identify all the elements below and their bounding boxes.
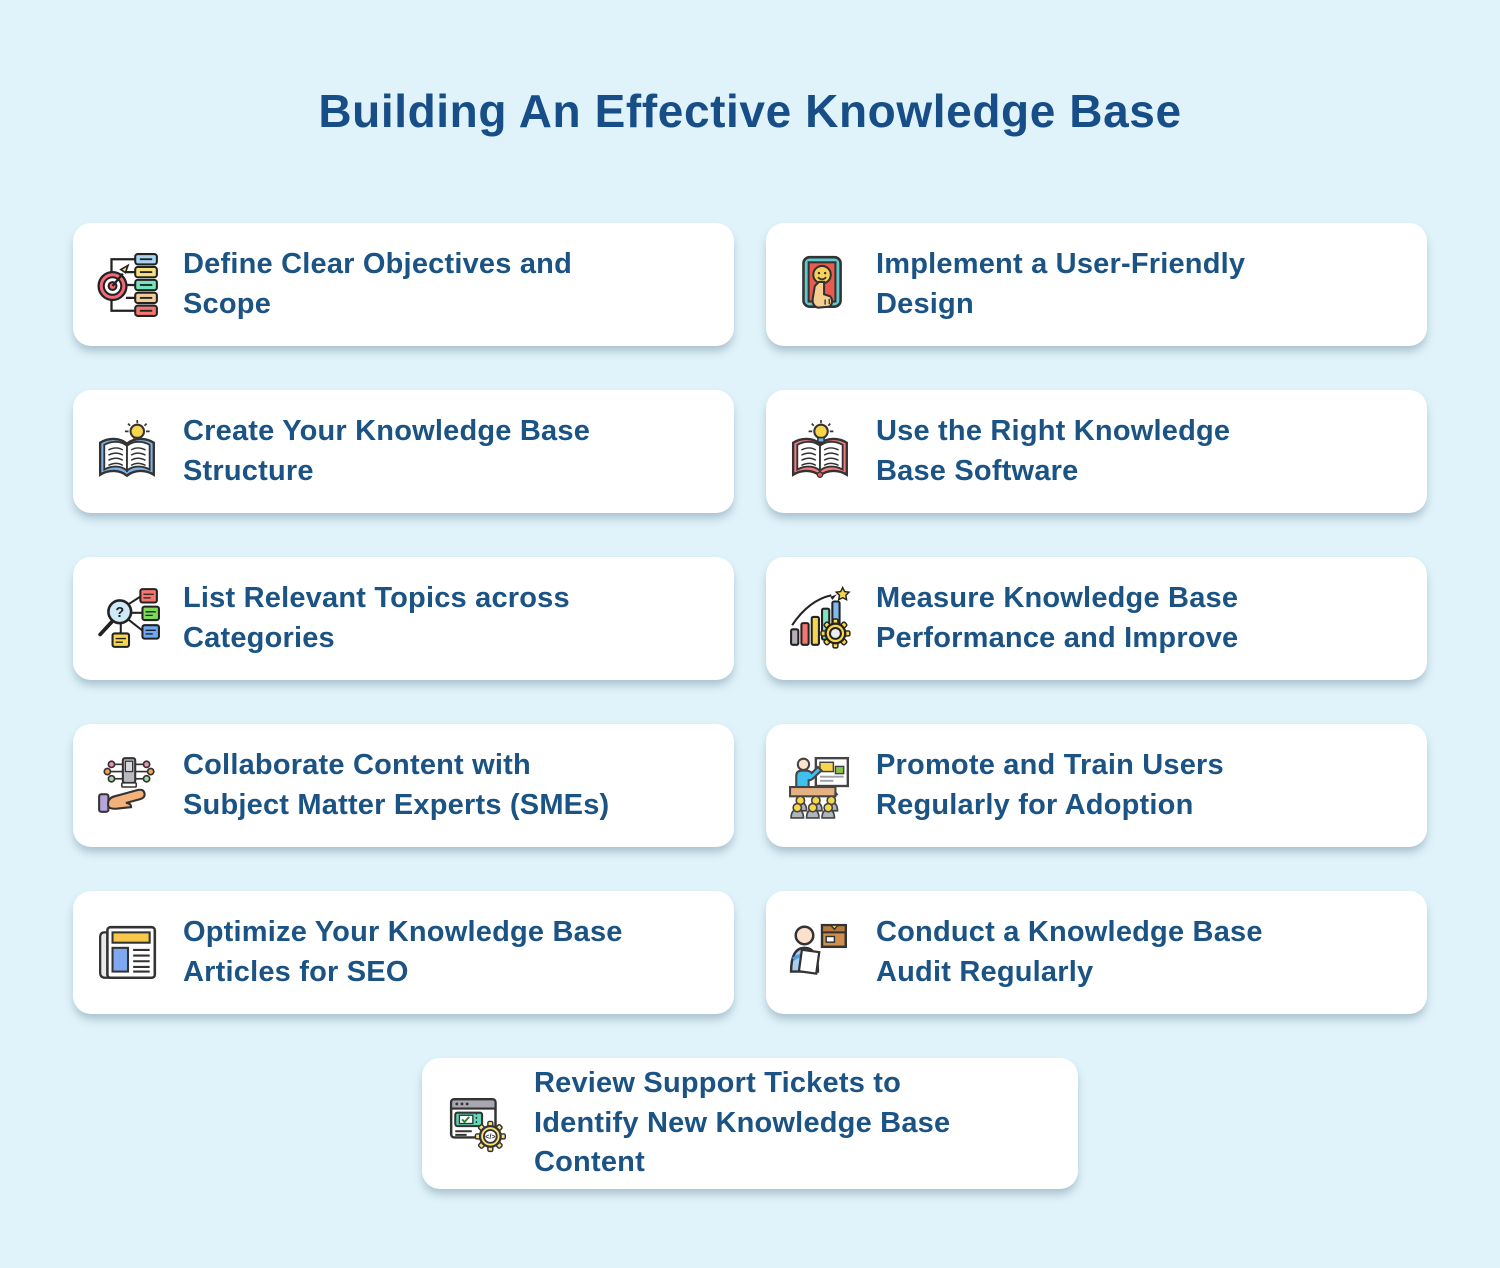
hand-network-device-icon <box>95 753 161 819</box>
card-label: Conduct a Knowledge Base Audit Regularly <box>876 916 1263 988</box>
card-kb-structure: Create Your Knowledge Base Structure <box>73 390 734 514</box>
svg-text:?: ? <box>115 605 124 621</box>
touch-smiley-tablet-icon <box>788 252 854 318</box>
card-label: Create Your Knowledge Base Structure <box>183 415 591 487</box>
card-label: List Relevant Topics across Categories <box>183 582 570 654</box>
card-label: Measure Knowledge Base Performance and I… <box>876 582 1239 654</box>
card-label: Implement a User-Friendly Design <box>876 248 1246 320</box>
card-review-tickets: </> Review Support Tickets to Identify N… <box>422 1058 1078 1189</box>
card-label: Promote and Train Users Regularly for Ad… <box>876 749 1224 821</box>
card-topics-categories: ? List Relevant Topics across Categories <box>73 557 734 681</box>
card-seo-optimize: Optimize Your Knowledge Base Articles fo… <box>73 891 734 1015</box>
card-kb-audit: Conduct a Knowledge Base Audit Regularly <box>766 891 1427 1015</box>
card-label: Collaborate Content with Subject Matter … <box>183 749 610 821</box>
card-define-objectives: Define Clear Objectives and Scope <box>73 223 734 347</box>
card-promote-train: Promote and Train Users Regularly for Ad… <box>766 724 1427 848</box>
open-book-lightbulb-red-icon <box>788 419 854 485</box>
card-label: Define Clear Objectives and Scope <box>183 248 572 320</box>
target-objectives-icon <box>95 252 161 318</box>
card-user-friendly-design: Implement a User-Friendly Design <box>766 223 1427 347</box>
card-kb-software: Use the Right Knowledge Base Software <box>766 390 1427 514</box>
card-measure-performance: Measure Knowledge Base Performance and I… <box>766 557 1427 681</box>
card-collaborate-smes: Collaborate Content with Subject Matter … <box>73 724 734 848</box>
open-book-lightbulb-blue-icon <box>95 419 161 485</box>
bar-chart-star-gear-icon <box>788 585 854 652</box>
presentation-training-icon <box>788 753 854 819</box>
card-label: Review Support Tickets to Identify New K… <box>534 1067 951 1179</box>
card-label: Optimize Your Knowledge Base Articles fo… <box>183 916 623 988</box>
card-label: Use the Right Knowledge Base Software <box>876 415 1231 487</box>
newspaper-seo-icon <box>95 920 161 986</box>
browser-ticket-gear-icon: </> <box>446 1090 512 1156</box>
page-title: Building An Effective Knowledge Base <box>318 85 1182 137</box>
cards-grid: Define Clear Objectives and Scope Implem… <box>0 223 1500 1015</box>
bottom-row: </> Review Support Tickets to Identify N… <box>0 1058 1500 1189</box>
person-box-audit-icon <box>788 920 854 986</box>
magnifier-categories-icon: ? <box>95 586 161 652</box>
svg-text:</>: </> <box>485 1132 495 1141</box>
